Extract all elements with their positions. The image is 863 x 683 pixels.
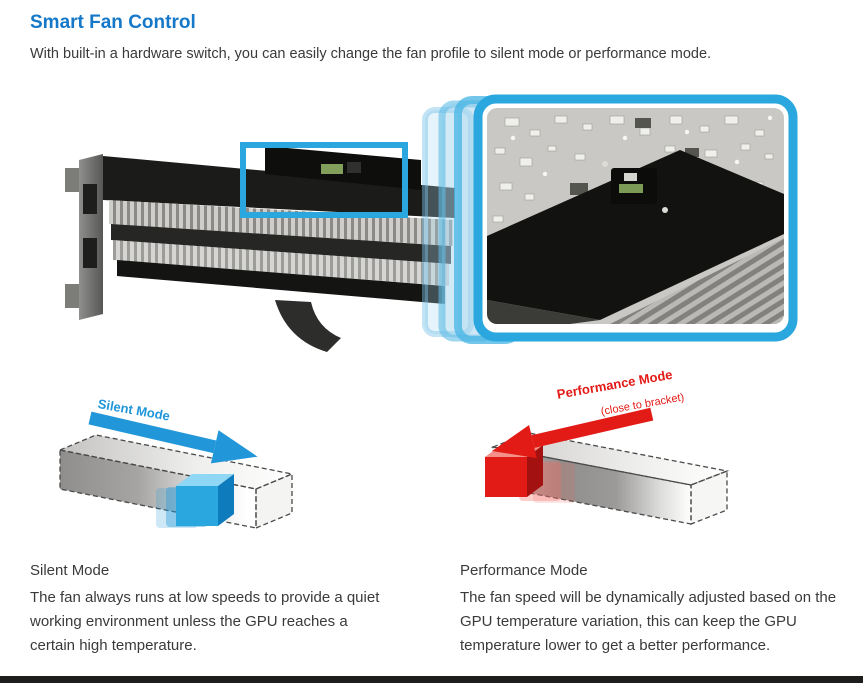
performance-mode-diagram: Performance Mode (close to bracket)	[455, 367, 760, 558]
performance-mode-heading: Performance Mode	[460, 562, 588, 579]
io-bracket	[65, 154, 103, 320]
silent-mode-heading: Silent Mode	[30, 562, 110, 579]
shroud-bottom	[487, 300, 600, 324]
switch-pcb-sliver	[321, 164, 343, 174]
hero-graphic	[65, 94, 798, 352]
silent-mode-cube	[156, 474, 234, 528]
zoom-callout	[473, 94, 798, 342]
hero-image	[25, 88, 815, 383]
callout-photo	[487, 108, 784, 324]
callout-heatsink-fins	[610, 238, 784, 324]
silent-mode-arrow	[88, 411, 258, 464]
pcb-solder-pads	[510, 115, 773, 177]
performance-mode-description: The fan speed will be dynamically adjust…	[460, 589, 837, 654]
fan-shroud	[487, 150, 784, 320]
performance-mode-arrow	[492, 407, 654, 459]
performance-mode-text: Performance Mode The fan speed will be d…	[460, 562, 860, 658]
fan-switch	[602, 161, 668, 213]
silent-mode-text: Silent Mode The fan always runs at low s…	[30, 562, 385, 658]
silent-mode-description: The fan always runs at low speeds to pro…	[30, 589, 380, 654]
gpu-card-photo	[65, 146, 455, 352]
page-title: Smart Fan Control	[30, 12, 196, 33]
performance-mode-diagram-graphic	[485, 407, 730, 525]
section-divider-bar	[0, 676, 863, 683]
card-cable	[275, 300, 341, 352]
page-subtitle: With built-in a hardware switch, you can…	[30, 46, 712, 62]
card-body	[103, 146, 455, 352]
pcb-dark-components	[570, 118, 699, 195]
switch-highlight-box	[240, 142, 408, 218]
silent-mode-diagram: Silent Mode	[30, 388, 330, 560]
silent-mode-diagram-graphic	[57, 411, 295, 529]
